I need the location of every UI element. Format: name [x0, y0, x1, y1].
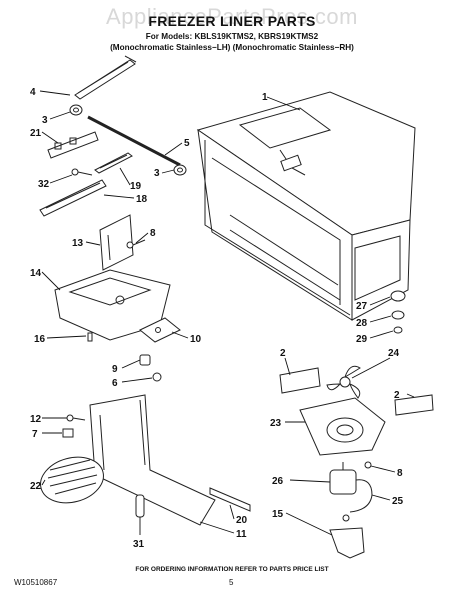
callout-10: 10: [190, 334, 202, 345]
foam-block-part-2a: [279, 367, 321, 394]
callout-12: 12: [30, 414, 42, 425]
callout-5: 5: [184, 138, 190, 149]
clip-part-16: [87, 332, 93, 342]
ring-part-28: [391, 310, 405, 320]
callout-31: 31: [133, 539, 145, 550]
rail-part-19: [94, 152, 133, 174]
slide-bracket-part-21: [47, 131, 99, 159]
strip-part-20: [209, 487, 251, 512]
callout-26: 26: [272, 476, 284, 487]
callout-29: 29: [356, 334, 368, 345]
foam-block-part-2b: [394, 394, 434, 416]
fan-blade-part-24: [326, 365, 361, 399]
screw-part-12: [66, 414, 86, 422]
axle-rod-part-5: [87, 115, 181, 167]
motor-bracket-part-15: [329, 514, 365, 559]
callout-1: 1: [262, 92, 268, 103]
callout-4: 4: [30, 87, 36, 98]
callout-32: 32: [38, 179, 50, 190]
callout-13: 13: [72, 238, 84, 249]
top-rail-part-4: [74, 55, 137, 100]
socket-part-29: [393, 326, 403, 334]
callout-19: 19: [130, 181, 142, 192]
callout-8: 8: [150, 228, 156, 239]
callout-24: 24: [388, 348, 400, 359]
callout-2b: 2: [394, 390, 400, 401]
roller-part-3: [69, 104, 83, 116]
freezer-liner-part-1: [196, 91, 416, 321]
screw-part-8: [126, 239, 146, 249]
model-list: For Models: KBLS19KTMS2, KBRS19KTMS2: [145, 32, 319, 41]
document-number: W10510867: [14, 578, 58, 587]
callout-6: 6: [112, 378, 118, 389]
callout-2: 2: [280, 348, 286, 359]
roller-part-3b: [173, 164, 187, 176]
light-socket-part-31: [135, 494, 145, 518]
callout-3b: 3: [154, 168, 160, 179]
panel-part-11: [89, 394, 216, 526]
fan-housing-part-23: [299, 397, 386, 456]
callout-21: 21: [30, 128, 42, 139]
callout-23: 23: [270, 418, 282, 429]
damper-part-9: [139, 354, 151, 366]
model-variants: (Monochromatic Stainless−LH) (Monochroma…: [110, 43, 354, 52]
nut-part-6: [152, 372, 162, 382]
screw-part-32: [71, 168, 93, 176]
grille-part-22: [40, 456, 104, 504]
leader-lines: [39, 90, 415, 536]
bracket-part-13: [99, 214, 134, 271]
screw-part-8b: [364, 461, 372, 469]
callout-28: 28: [356, 318, 368, 329]
callout-labels: 4 1 3 5 21 3 32 19 18 13 8 14 16 10 9 6 …: [30, 87, 404, 550]
callout-7: 7: [32, 429, 38, 440]
callout-8b: 8: [397, 468, 403, 479]
callout-9: 9: [112, 364, 118, 375]
fan-motor-part-26: [329, 462, 357, 495]
watermark: AppliancePartsPros.com: [106, 4, 358, 29]
callout-18: 18: [136, 194, 148, 205]
gasket-part-10: [139, 317, 181, 343]
page-number: 5: [229, 578, 234, 587]
ordering-note: FOR ORDERING INFORMATION REFER TO PARTS …: [135, 566, 329, 573]
clip-part-7: [62, 428, 74, 438]
callout-11: 11: [236, 529, 247, 540]
slide-rail-part-18: [39, 179, 107, 217]
callout-3: 3: [42, 115, 48, 126]
callout-15: 15: [272, 509, 284, 520]
bulb-cover-part-27: [390, 290, 406, 302]
page-title: FREEZER LINER PARTS: [148, 13, 316, 29]
callout-22: 22: [30, 481, 42, 492]
callout-16: 16: [34, 334, 46, 345]
callout-25: 25: [392, 496, 404, 507]
callout-14: 14: [30, 268, 42, 279]
callout-27: 27: [356, 301, 368, 312]
callout-20: 20: [236, 515, 248, 526]
